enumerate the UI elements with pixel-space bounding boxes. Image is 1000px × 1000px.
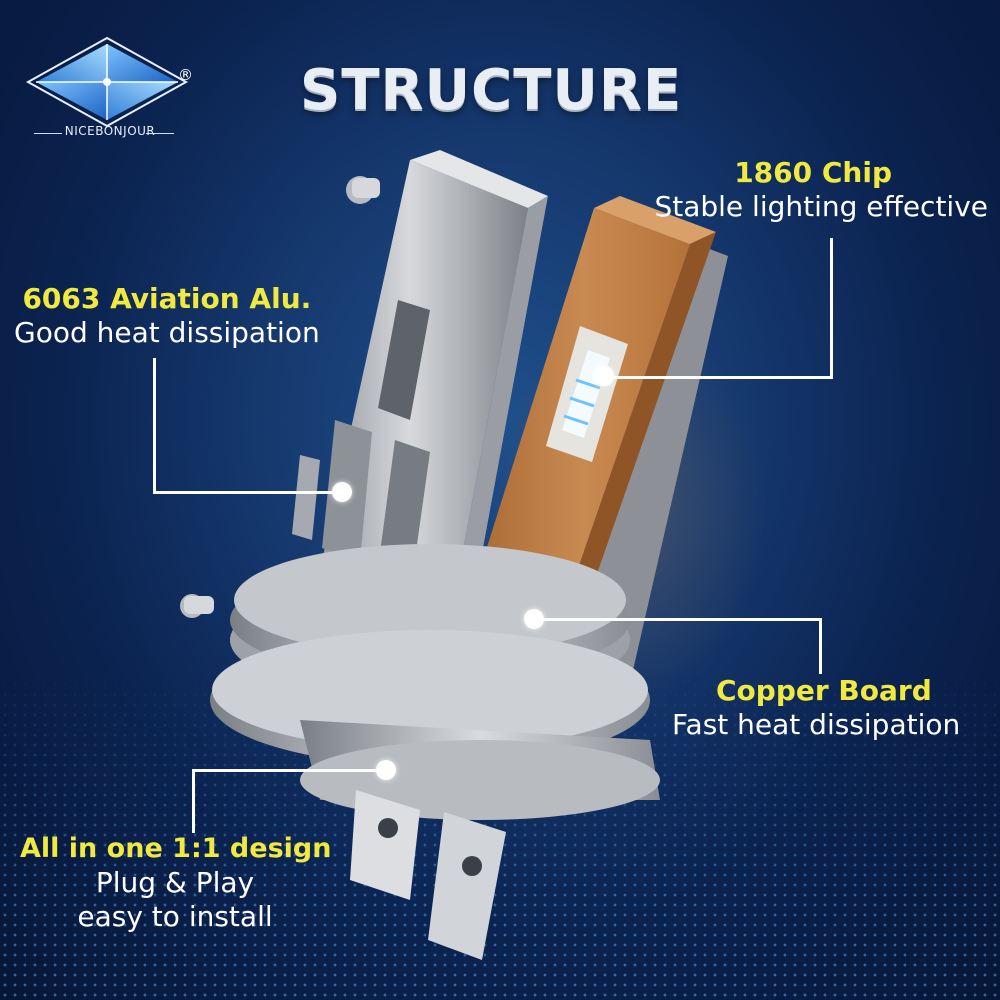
chip-heading: 1860 Chip	[734, 156, 892, 189]
brand-name: NICEBONJOUR	[64, 124, 156, 138]
alu-marker-dot	[332, 482, 352, 502]
logo-diamond-icon	[25, 36, 189, 128]
chip-leader-horizontal	[604, 376, 833, 379]
design-callout: All in one 1:1 design Plug & Play easy t…	[20, 832, 332, 934]
bulb-base	[210, 544, 660, 960]
chip-marker-dot	[594, 366, 614, 386]
design-line-plug-play: Plug & Play	[95, 866, 255, 899]
alu-leader-vertical	[153, 358, 156, 494]
design-leader-horizontal	[192, 769, 388, 772]
chip-callout: 1860 Chip Stable lighting effective	[654, 156, 988, 224]
copper-marker-dot	[524, 609, 544, 629]
aluminum-description: Good heat dissipation	[14, 316, 320, 349]
page-title: STRUCTURE	[300, 58, 683, 123]
aluminum-heading: 6063 Aviation Alu.	[22, 282, 312, 315]
design-marker-dot	[376, 760, 396, 780]
design-heading: All in one 1:1 design	[20, 833, 332, 864]
alu-leader-horizontal	[153, 491, 343, 494]
brand-logo: ®	[22, 30, 193, 150]
brand-divider-right	[146, 133, 174, 134]
copper-leader-horizontal	[534, 618, 822, 621]
design-leader-vertical	[192, 769, 195, 833]
chip-description: Stable lighting effective	[654, 190, 988, 223]
aluminum-heatsink	[180, 150, 548, 650]
brand-divider-left	[34, 133, 62, 134]
copper-leader-vertical	[819, 618, 822, 674]
design-line-install: easy to install	[77, 900, 273, 933]
copper-callout: Copper Board Fast heat dissipation	[672, 674, 960, 742]
aluminum-callout: 6063 Aviation Alu. Good heat dissipation	[14, 282, 320, 350]
registered-mark: ®	[178, 66, 193, 84]
copper-heading: Copper Board	[716, 674, 932, 707]
copper-description: Fast heat dissipation	[672, 708, 961, 741]
chip-leader-vertical	[830, 238, 833, 378]
